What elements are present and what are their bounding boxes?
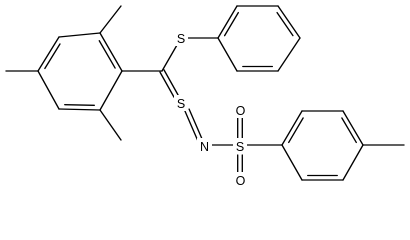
sulfur-nitrogen-double-bond: [188, 108, 203, 140]
tolyl-ring-bond: [281, 110, 303, 146]
mesityl-ring-bond: [99, 70, 123, 111]
phenyl-ring-inner-bond: [223, 11, 239, 37]
tolyl-ring-inner-bond: [288, 117, 304, 144]
methyl-bond: [99, 5, 122, 34]
atom-label-s-thioether: S: [177, 32, 185, 46]
mesityl-ring-bond: [37, 36, 60, 72]
atom-label-o-top: O: [236, 104, 246, 118]
carbon-sulfine-double-bond: [163, 69, 179, 96]
mesityl-ring-bond: [99, 32, 123, 72]
methyl-bond: [99, 109, 122, 141]
tolyl-ring-bond: [342, 110, 364, 146]
atom-label-s-sulfonyl: S: [236, 140, 244, 154]
atom-thioether-sulfur: S: [174, 30, 188, 46]
structure-diagram: S S N S O O: [5, 5, 405, 188]
mesityl-ring-inner-bond: [44, 43, 61, 70]
phenyl-ring-bond: [217, 37, 238, 72]
atom-oxygen-top: O: [233, 102, 248, 118]
tolyl-ring-bond: [342, 144, 364, 181]
sulfur-nitrogen-double-bond: [184, 110, 199, 142]
carbon-sulfine-double-bond: [159, 71, 175, 98]
atom-label-s-sulfine: S: [177, 97, 185, 111]
mesityl-ring-bond: [58, 32, 101, 38]
mesityl-ring-bond: [58, 108, 101, 111]
tolyl-ring-bond: [281, 144, 303, 181]
atom-oxygen-bottom: O: [233, 172, 248, 188]
phenyl-ring-bond: [217, 5, 238, 39]
mesityl-ring-bond: [37, 70, 60, 110]
phenyl-ring-bond: [277, 37, 301, 72]
atom-nitrogen: N: [197, 138, 212, 154]
phenyl-ring-inner-bond: [276, 11, 294, 37]
mesityl-ring-inner-bond: [98, 40, 116, 69]
atom-label-o-bottom: O: [236, 174, 246, 188]
atom-sulfine-sulfur: S: [174, 95, 188, 111]
carbon-thioether-bond: [161, 44, 178, 72]
tolyl-ring-inner-bond: [341, 117, 357, 144]
atom-label-n: N: [200, 140, 209, 154]
mesityl-ring-inner-bond: [64, 103, 95, 107]
atom-sulfonyl-sulfur: S: [233, 138, 247, 154]
bond-layer: [5, 5, 405, 181]
phenyl-ring-bond: [277, 5, 301, 39]
